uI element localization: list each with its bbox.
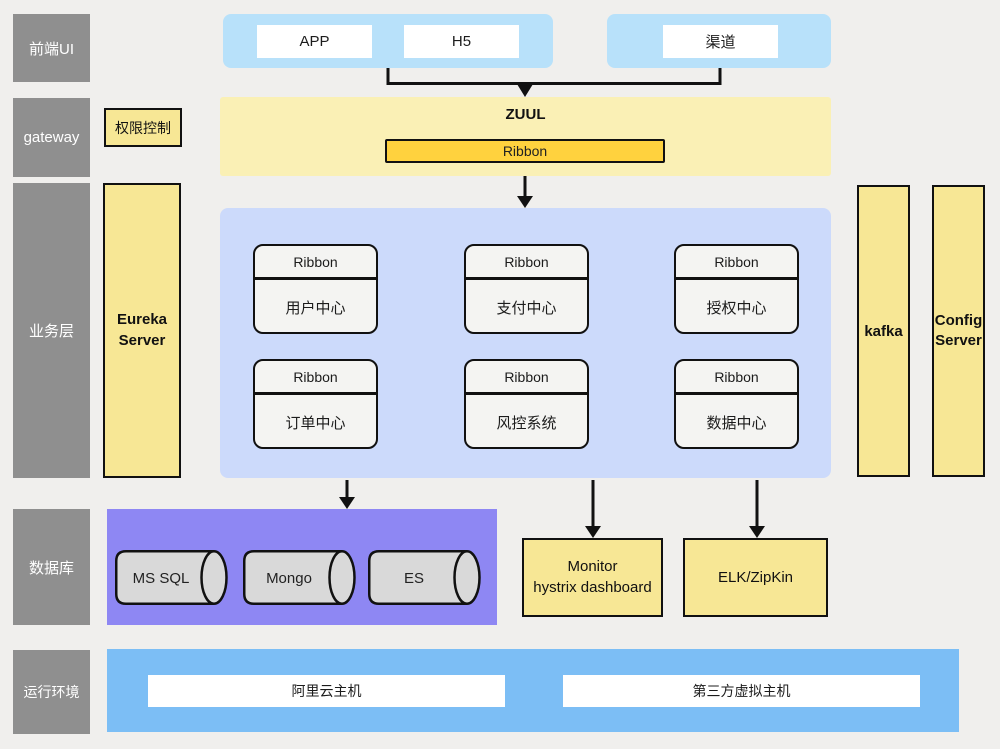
service-card-payment-center: Ribbon 支付中心 <box>464 244 589 334</box>
ribbon-header: Ribbon <box>466 361 587 395</box>
arrowhead-business <box>517 196 533 208</box>
ribbon-header: Ribbon <box>255 361 376 395</box>
cylinder-es-label: ES <box>404 570 424 587</box>
cylinder-mssql: MS SQL <box>115 550 228 605</box>
eureka-server-node: Eureka Server <box>103 183 181 478</box>
service-label: 用户中心 <box>285 299 346 317</box>
cylinder-mongo-label: Mongo <box>266 570 312 587</box>
elk-zipkin-node: ELK/ZipKin <box>683 538 828 617</box>
arrowhead-database <box>339 497 355 509</box>
cylinder-es: ES <box>368 550 481 605</box>
app-node: APP <box>257 25 372 58</box>
layer-label-gateway: gateway <box>13 98 90 177</box>
service-card-data-center: Ribbon 数据中心 <box>674 359 799 449</box>
thirdparty-host-node: 第三方虚拟主机 <box>563 675 920 707</box>
aliyun-host-node: 阿里云主机 <box>148 675 505 707</box>
gateway-ribbon-bar: Ribbon <box>385 139 665 163</box>
ribbon-header: Ribbon <box>466 246 587 280</box>
ribbon-header: Ribbon <box>676 361 797 395</box>
ribbon-header: Ribbon <box>676 246 797 280</box>
arrowhead-monitor <box>585 526 601 538</box>
monitor-dashboard-node: Monitor hystrix dashboard <box>522 538 663 617</box>
service-card-risk-system: Ribbon 风控系统 <box>464 359 589 449</box>
h5-node: H5 <box>404 25 519 58</box>
service-card-order-center: Ribbon 订单中心 <box>253 359 378 449</box>
config-server-label: Config Server <box>934 311 983 349</box>
service-label: 授权中心 <box>706 299 767 317</box>
layer-label-runtime: 运行环境 <box>13 650 90 734</box>
kafka-node: kafka <box>857 185 910 477</box>
arrowhead-elk <box>749 526 765 538</box>
cylinder-mssql-label: MS SQL <box>133 570 190 587</box>
zuul-label: ZUUL <box>505 106 546 123</box>
monitor-label-line1: Monitor <box>567 558 618 576</box>
layer-label-business: 业务层 <box>13 183 90 478</box>
arrowhead-zuul <box>517 84 533 97</box>
monitor-label-line2: hystrix dashboard <box>533 578 652 596</box>
cylinder-mongo: Mongo <box>243 550 356 605</box>
service-card-auth-center: Ribbon 授权中心 <box>674 244 799 334</box>
layer-label-frontend: 前端UI <box>13 14 90 82</box>
ribbon-header: Ribbon <box>255 246 376 280</box>
service-label: 订单中心 <box>285 414 346 432</box>
zuul-panel: ZUUL <box>220 97 831 176</box>
service-label: 支付中心 <box>496 299 557 317</box>
service-label: 数据中心 <box>706 414 767 432</box>
eureka-server-label: Eureka Server <box>116 311 168 349</box>
layer-label-database: 数据库 <box>13 509 90 625</box>
frontend-to-zuul-line <box>386 68 722 85</box>
config-server-node: Config Server <box>932 185 985 477</box>
auth-control-node: 权限控制 <box>104 108 182 147</box>
service-card-user-center: Ribbon 用户中心 <box>253 244 378 334</box>
channel-node: 渠道 <box>663 25 778 58</box>
service-label: 风控系统 <box>496 414 557 432</box>
